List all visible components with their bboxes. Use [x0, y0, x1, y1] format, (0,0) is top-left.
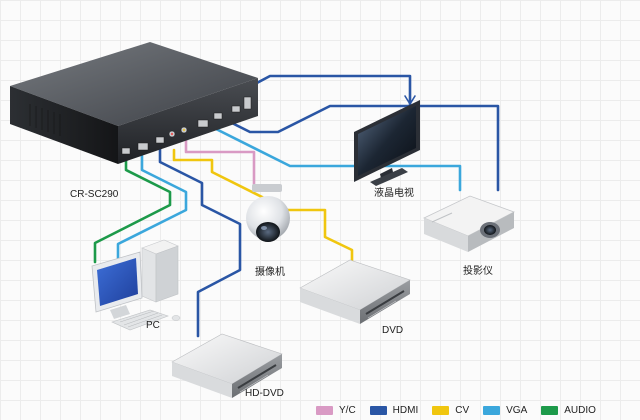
hddvd-device: [171, 333, 283, 398]
cable-vga-pc: [116, 154, 188, 264]
projector-label: 投影仪: [463, 266, 493, 277]
legend-item-hdmi: HDMI: [369, 404, 419, 416]
legend-label-audio: AUDIO: [564, 404, 596, 416]
pc-device: [91, 239, 181, 331]
legend-item-cv: CV: [432, 405, 469, 416]
legend-label-vga: VGA: [506, 404, 528, 416]
legend-swatch-yc: [316, 405, 333, 415]
cable-hdmi-hddvd: [158, 144, 242, 338]
legend-swatch-cv: [432, 405, 450, 415]
cable-hdmi-tv: [234, 74, 412, 108]
switcher-device: [10, 42, 258, 164]
lcd-tv-device: [354, 100, 420, 186]
legend-swatch-audio: [541, 405, 559, 415]
legend-swatch-vga: [483, 405, 501, 415]
legend-item-vga: VGA: [483, 405, 527, 416]
hddvd-label: HD-DVD: [245, 388, 284, 399]
pc-label: PC: [146, 320, 160, 331]
tv-label: 液晶电视: [374, 188, 414, 199]
legend-label-hdmi: HDMI: [392, 404, 419, 416]
camera-label: 摄像机: [255, 267, 285, 278]
projector-device: [423, 195, 515, 252]
dvd-label: DVD: [382, 325, 404, 336]
switcher-label: CR-SC290: [70, 189, 119, 200]
legend-swatch-hdmi: [369, 405, 387, 415]
dvd-device: [299, 259, 411, 324]
legend-label-yc: Y/C: [339, 404, 356, 416]
legend-item-audio: AUDIO: [541, 405, 596, 416]
legend-label-cv: CV: [455, 404, 470, 416]
camera-device: [246, 184, 290, 242]
arrow-tv: [404, 95, 416, 105]
legend-item-yc: Y/C: [316, 405, 356, 416]
cable-legend: Y/C HDMI CV VGA AUDIO: [316, 402, 596, 418]
cable-yc-camera: [184, 138, 256, 190]
cable-audio-pc: [93, 156, 172, 264]
